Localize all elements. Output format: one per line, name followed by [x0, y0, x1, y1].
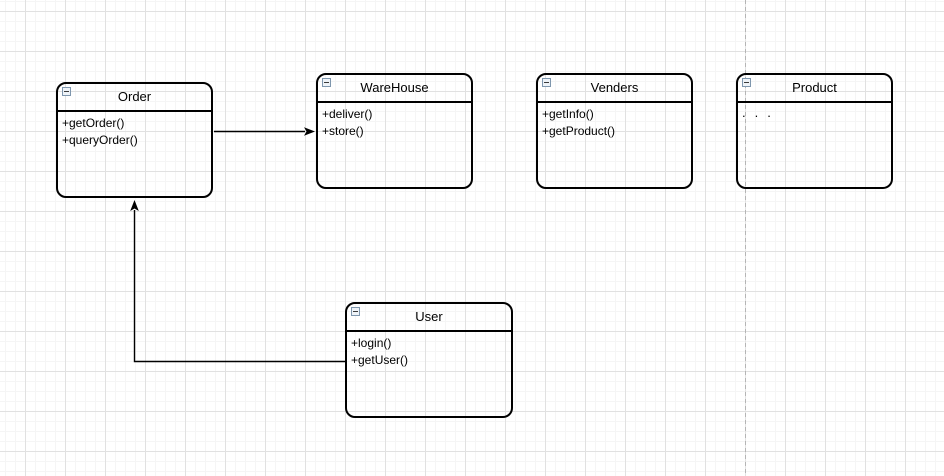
- uml-class-product[interactable]: Product ...: [736, 73, 893, 189]
- connector-user-order[interactable]: [130, 200, 345, 363]
- class-title: User: [415, 309, 443, 324]
- class-members: ...: [738, 103, 891, 120]
- connector-order-warehouse[interactable]: [214, 127, 315, 136]
- class-title: Venders: [590, 80, 639, 95]
- arrowhead-icon: [304, 127, 315, 136]
- class-member: +login(): [351, 336, 392, 350]
- collapse-minus-icon[interactable]: [542, 78, 551, 87]
- uml-class-order[interactable]: Order +getOrder() +queryOrder(): [56, 82, 213, 198]
- collapse-minus-icon[interactable]: [322, 78, 331, 87]
- class-member: +store(): [322, 124, 364, 138]
- class-member: +getOrder(): [62, 116, 125, 130]
- class-header: User: [347, 304, 511, 332]
- class-member-ellipsis: ...: [742, 105, 780, 120]
- class-member: +getUser(): [351, 353, 409, 367]
- class-members: +login() +getUser(): [347, 332, 511, 369]
- uml-class-venders[interactable]: Venders +getInfo() +getProduct(): [536, 73, 693, 189]
- class-member: +deliver(): [322, 107, 373, 121]
- class-title: Product: [792, 80, 837, 95]
- class-members: +getOrder() +queryOrder(): [58, 112, 211, 149]
- class-member: +getProduct(): [542, 124, 616, 138]
- collapse-minus-icon[interactable]: [742, 78, 751, 87]
- class-members: +getInfo() +getProduct(): [538, 103, 691, 140]
- class-header: WareHouse: [318, 75, 471, 103]
- class-header: Order: [58, 84, 211, 112]
- class-member: +getInfo(): [542, 107, 594, 121]
- class-title: Order: [117, 89, 152, 104]
- uml-class-user[interactable]: User +login() +getUser(): [345, 302, 513, 418]
- uml-class-warehouse[interactable]: WareHouse +deliver() +store(): [316, 73, 473, 189]
- collapse-minus-icon[interactable]: [351, 307, 360, 316]
- arrowhead-icon: [130, 200, 139, 211]
- class-member: +queryOrder(): [62, 133, 138, 147]
- collapse-minus-icon[interactable]: [62, 87, 71, 96]
- class-members: +deliver() +store(): [318, 103, 471, 140]
- class-header: Venders: [538, 75, 691, 103]
- class-header: Product: [738, 75, 891, 103]
- class-title: WareHouse: [360, 80, 429, 95]
